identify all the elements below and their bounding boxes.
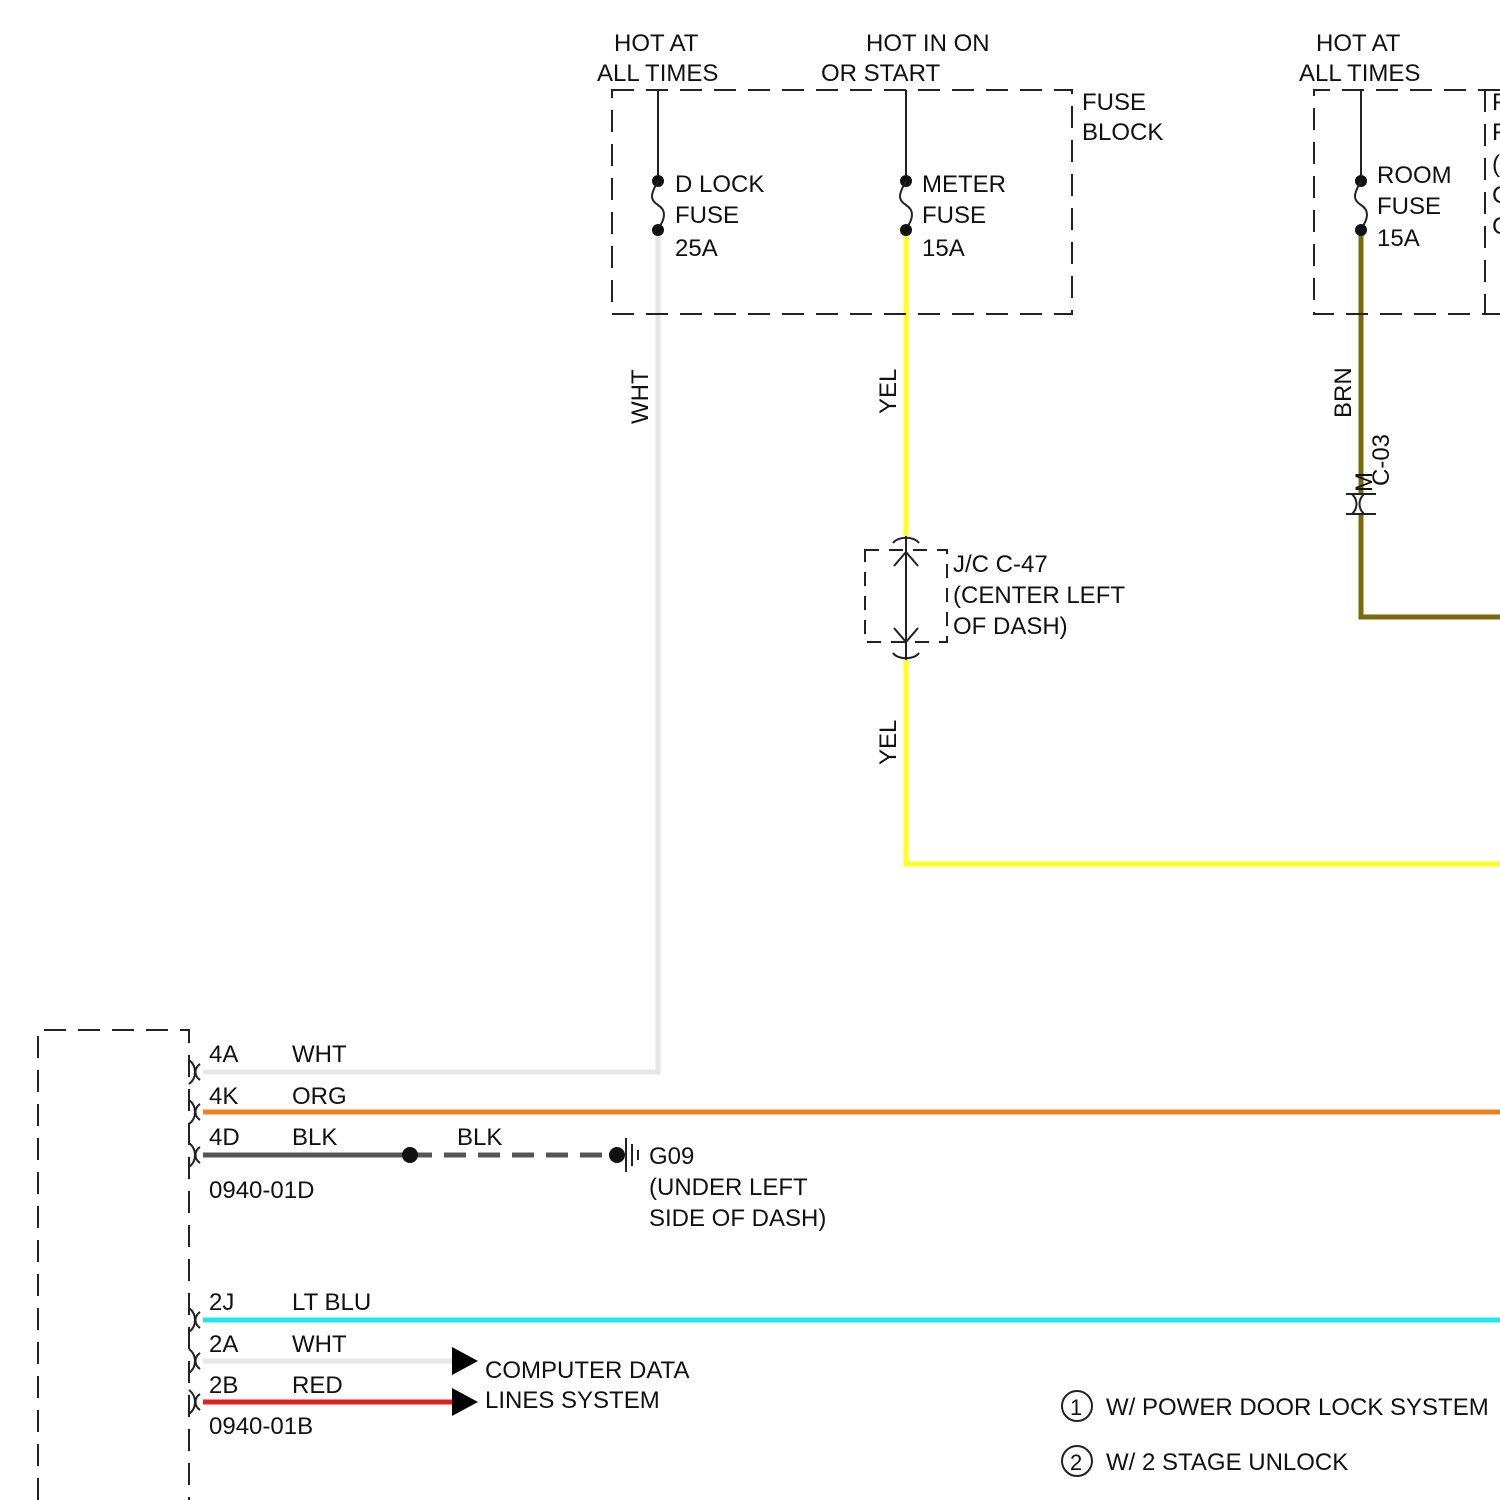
room-fuse-bottom-dot: [1355, 224, 1367, 236]
fuse-block-label-2: BLOCK: [1082, 119, 1163, 146]
arrow-right-icon: [452, 1347, 478, 1375]
ground-id: G09: [649, 1143, 694, 1170]
pin-2a-color: WHT: [292, 1331, 347, 1358]
fuse-block-label-1: FUSE: [1082, 89, 1146, 116]
data-lines-label-1: COMPUTER DATA: [485, 1357, 689, 1384]
power-mid-line1: HOT IN ON: [866, 30, 990, 57]
pin-2b: 2B: [209, 1372, 238, 1399]
wht-wire-label: WHT: [627, 369, 654, 424]
pin-2b-color: RED: [292, 1372, 343, 1399]
right-power-line1: HOT AT: [1316, 30, 1401, 57]
power-left-line1: HOT AT: [614, 30, 699, 57]
junction-label-2: (CENTER LEFT: [953, 582, 1125, 609]
blk-splice-dot: [402, 1147, 418, 1163]
connector-d-id: 0940-01D: [209, 1177, 314, 1204]
ground-wire-label: BLK: [457, 1124, 502, 1151]
pin-4k-color: ORG: [292, 1083, 347, 1110]
module-box: [38, 1030, 189, 1500]
dlock-fuse-word: FUSE: [675, 202, 739, 229]
meter-fuse-word: FUSE: [922, 202, 986, 229]
pin-2j: 2J: [209, 1289, 234, 1316]
wht-wire-dlock: [203, 230, 658, 1072]
connector-d-brackets: [189, 1060, 200, 1167]
pin-4d-color: BLK: [292, 1124, 337, 1151]
right-side-char-5: C: [1492, 213, 1500, 240]
ground-dot: [609, 1147, 625, 1163]
dlock-fuse-name: D LOCK: [675, 171, 764, 198]
room-fuse-symbol: [1355, 181, 1367, 229]
room-fuse-word: FUSE: [1377, 193, 1441, 220]
note-2-number: 2: [1070, 1450, 1082, 1475]
brn-connector-id: C-03: [1368, 434, 1395, 486]
ground-location-2: SIDE OF DASH): [649, 1205, 826, 1232]
meter-fuse-bottom-dot: [900, 224, 912, 236]
yel-upper-label: YEL: [875, 369, 902, 414]
meter-fuse-rating: 15A: [922, 235, 965, 262]
data-lines-label-2: LINES SYSTEM: [485, 1387, 660, 1414]
right-side-char-3: (: [1492, 151, 1500, 178]
pin-2a: 2A: [209, 1331, 238, 1358]
note-1-text: W/ POWER DOOR LOCK SYSTEM: [1106, 1394, 1489, 1421]
junction-label-1: J/C C-47: [953, 551, 1048, 578]
power-mid-line2: OR START: [821, 60, 940, 87]
pin-4d: 4D: [209, 1124, 240, 1151]
meter-fuse-symbol: [900, 181, 912, 229]
power-left-line2: ALL TIMES: [597, 60, 718, 87]
ground-location-1: (UNDER LEFT: [649, 1174, 808, 1201]
arrow-right-icon: [452, 1388, 478, 1416]
dlock-fuse-rating: 25A: [675, 235, 718, 262]
connector-b-id: 0940-01B: [209, 1413, 313, 1440]
dlock-fuse-bottom-dot: [652, 224, 664, 236]
right-side-char-1: F: [1492, 89, 1500, 116]
right-side-char-2: F: [1492, 119, 1500, 146]
pin-4a-color: WHT: [292, 1041, 347, 1068]
junction-label-3: OF DASH): [953, 613, 1068, 640]
yel-wire-lower: [906, 660, 1500, 864]
meter-fuse-name: METER: [922, 171, 1006, 198]
yel-lower-label: YEL: [875, 720, 902, 765]
right-side-char-4: C: [1492, 182, 1500, 209]
pin-4a: 4A: [209, 1041, 238, 1068]
pin-2j-color: LT BLU: [292, 1289, 371, 1316]
dlock-fuse-symbol: [652, 181, 664, 229]
right-power-line2: ALL TIMES: [1299, 60, 1420, 87]
room-fuse-rating: 15A: [1377, 225, 1420, 252]
connector-b-brackets: [189, 1308, 200, 1414]
note-1-number: 1: [1070, 1395, 1082, 1420]
pin-4k: 4K: [209, 1083, 238, 1110]
brn-wire-lower: [1361, 514, 1500, 617]
note-2-text: W/ 2 STAGE UNLOCK: [1106, 1449, 1348, 1476]
ground-icon: [626, 1138, 638, 1172]
brn-wire-label: BRN: [1330, 367, 1357, 418]
brn-connector-symbol: [1346, 494, 1376, 514]
room-fuse-name: ROOM: [1377, 162, 1452, 189]
